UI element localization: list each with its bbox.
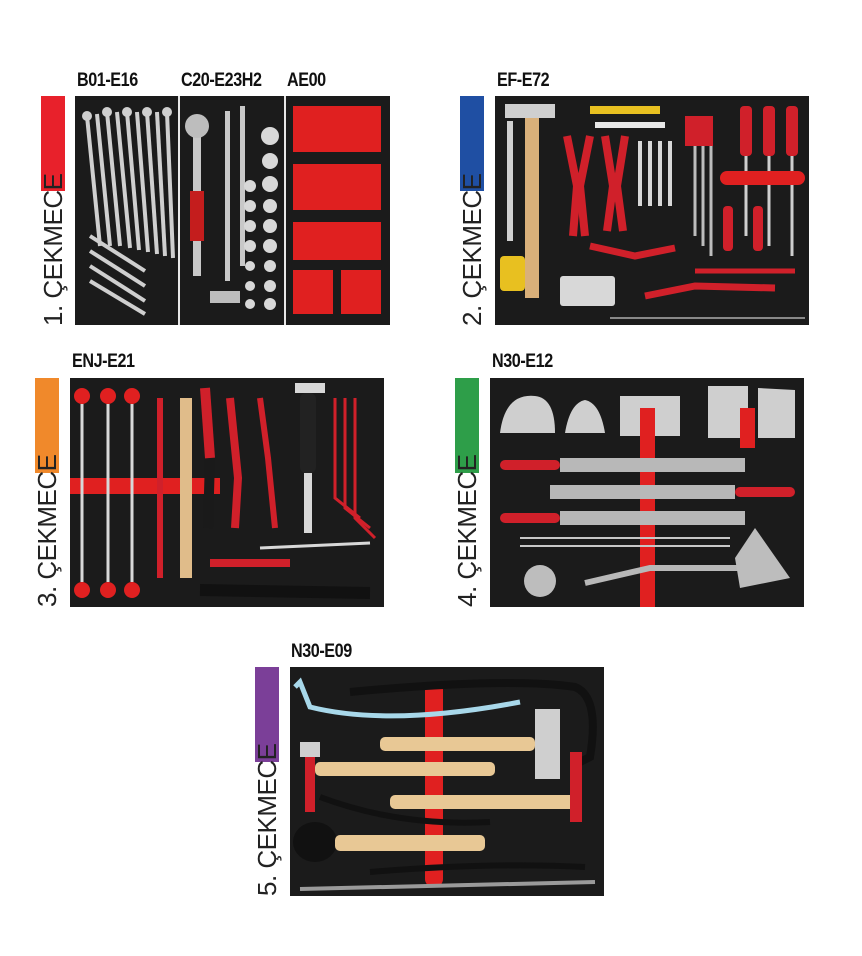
drawer-1-tray <box>75 96 390 325</box>
drawer-2-color-bar <box>460 96 484 191</box>
drawer-3-code: ENJ-E21 <box>72 351 135 372</box>
drawer-2-tools-image <box>500 104 805 319</box>
drawer-1-label: 1. ÇEKMECE <box>38 173 68 327</box>
drawer-5-tools-image <box>293 677 597 891</box>
drawer-3-color-bar <box>35 378 59 473</box>
drawer-5-tray <box>290 667 604 896</box>
drawer-4-color-bar <box>455 378 479 473</box>
drawer-1-code-c20: C20-E23H2 <box>181 70 262 91</box>
drawer-3-tools-image <box>70 383 377 599</box>
drawer-4-code: N30-E12 <box>492 351 553 372</box>
drawer-5-color-bar <box>255 667 279 762</box>
drawer-2-label: 2. ÇEKMECE <box>457 173 487 327</box>
drawer-1-tools-image <box>82 96 381 325</box>
drawer-4-tray <box>490 378 804 607</box>
drawer-3-tray <box>70 378 384 607</box>
drawer-4-tools-image <box>500 386 795 607</box>
drawer-3-label: 3. ÇEKMECE <box>32 454 62 608</box>
drawer-1-code-ae00: AE00 <box>287 70 326 91</box>
drawer-2-tray <box>495 96 809 325</box>
drawer-1-color-bar <box>41 96 65 191</box>
drawer-5-code: N30-E09 <box>291 641 352 662</box>
drawer-4-label: 4. ÇEKMECE <box>452 454 482 608</box>
drawer-2-code: EF-E72 <box>497 70 550 91</box>
drawer-1-code-b01: B01-E16 <box>77 70 138 91</box>
drawer-5-label: 5. ÇEKMECE <box>252 743 282 897</box>
